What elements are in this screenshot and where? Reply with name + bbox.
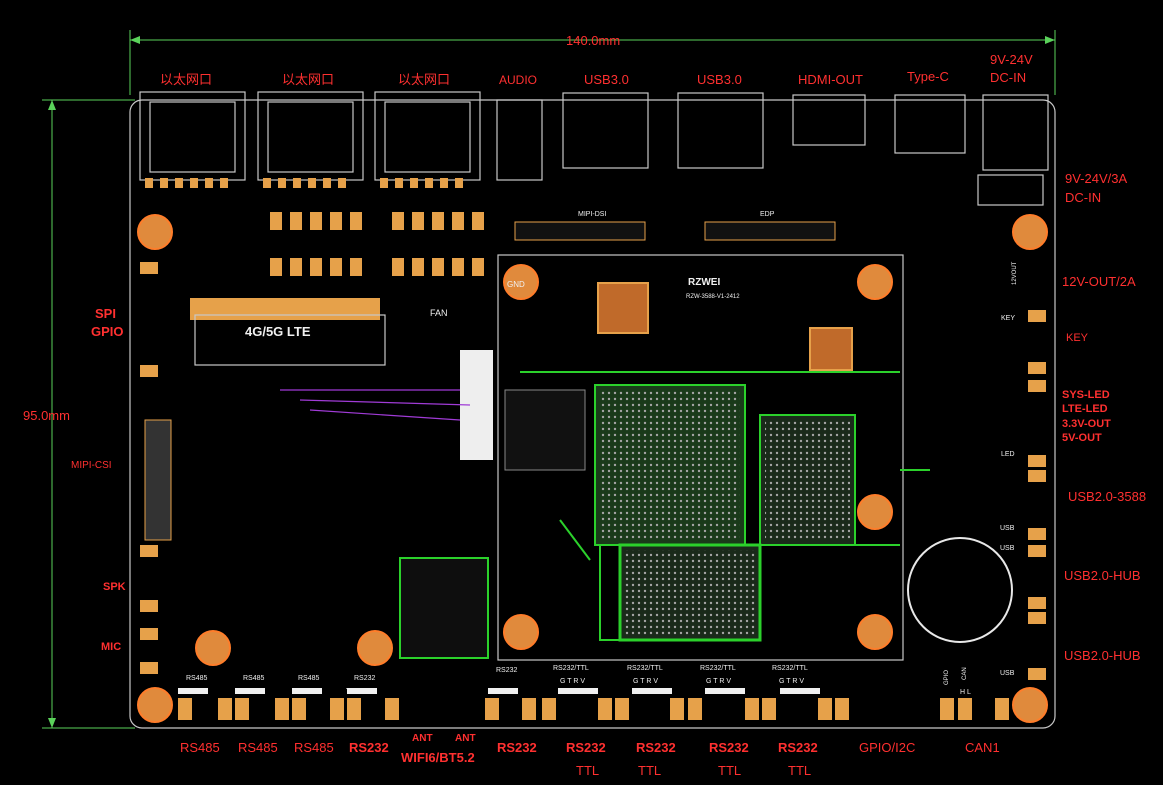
label-rs232ttl-4a: RS232 [778, 740, 818, 755]
silk-rs232-1: RS232 [354, 675, 376, 682]
rtc-battery-holder [907, 537, 1013, 643]
label-rs232ttl-2b: TTL [638, 763, 661, 778]
label-3v3-out: 3.3V-OUT [1062, 418, 1111, 430]
label-wifi-bt: WIFI6/BT5.2 [401, 750, 475, 765]
label-can1: CAN1 [965, 740, 1000, 755]
silk-mipi-dsi: MIPI-DSI [578, 211, 606, 218]
label-dcin-1: 9V-24V [990, 52, 1033, 67]
mounting-holes [137, 214, 1048, 723]
label-rs232-1: RS232 [349, 740, 389, 755]
silk-rs485-2: RS485 [243, 675, 265, 682]
label-dcin-2: DC-IN [990, 70, 1026, 85]
label-gpio-i2c: GPIO/I2C [859, 740, 915, 755]
silk-gtrv-1: G T R V [560, 678, 585, 685]
label-rs232ttl-2a: RS232 [636, 740, 676, 755]
board-outline [129, 99, 1056, 729]
silk-rs485-3: RS485 [298, 675, 320, 682]
label-mipi-csi: MIPI-CSI [71, 460, 112, 471]
silk-gtrv-2: G T R V [633, 678, 658, 685]
label-rs485-3: RS485 [294, 740, 334, 755]
silk-gnd: GND [507, 280, 525, 289]
silk-ab-1: A+ B- [178, 688, 196, 695]
silk-usb-2: USB [1000, 545, 1015, 552]
label-rs232ttl-1b: TTL [576, 763, 599, 778]
label-rs485-2: RS485 [238, 740, 278, 755]
label-rs232ttl-3b: TTL [718, 763, 741, 778]
silk-usb-1: USB [1000, 525, 1015, 532]
label-gpio: GPIO [91, 324, 124, 339]
wifi-module [399, 557, 489, 659]
label-lte-led: LTE-LED [1062, 403, 1108, 415]
silk-gtrv-4: G T R V [779, 678, 804, 685]
label-mic: MIC [101, 641, 121, 653]
bga-dots [600, 390, 850, 635]
label-ant-2: ANT [455, 733, 476, 744]
width-dimension: 140.0mm [566, 33, 620, 48]
label-rs485-1: RS485 [180, 740, 220, 755]
label-rs232ttl-1a: RS232 [566, 740, 606, 755]
label-5v-out: 5V-OUT [1062, 432, 1102, 444]
silk-lte: 4G/5G LTE [245, 324, 311, 339]
silk-ttl-3: RS232/TTL [700, 665, 736, 672]
label-dcin3a-2: DC-IN [1065, 190, 1101, 205]
silk-ab-2: A+ B- [235, 688, 253, 695]
silk-can: CAN [962, 667, 968, 680]
label-ant-1: ANT [412, 733, 433, 744]
ethernet-pads [145, 178, 463, 188]
label-12v-out: 12V-OUT/2A [1062, 274, 1136, 289]
label-eth-2: 以太网口 [282, 72, 334, 87]
label-key: KEY [1066, 332, 1089, 344]
label-usb20-3588: USB2.0-3588 [1068, 489, 1146, 504]
silk-rs232-2: RS232 [496, 667, 518, 674]
diff-pair-traces [280, 389, 471, 421]
silk-fan: FAN [430, 308, 448, 318]
silk-gpio: GPIO [944, 670, 950, 685]
silk-key: KEY [1001, 315, 1015, 322]
label-dcin3a-1: 9V-24V/3A [1065, 171, 1127, 186]
label-spi: SPI [95, 306, 116, 321]
component-pads [140, 212, 1046, 720]
label-rs232ttl-4b: TTL [788, 763, 811, 778]
bottom-headers [178, 688, 820, 694]
silk-hl: H L [960, 689, 971, 696]
silk-ttl-2: RS232/TTL [627, 665, 663, 672]
dimension-lines [42, 30, 1056, 729]
silk-rs485-1: RS485 [186, 675, 208, 682]
silk-led: LED [1001, 451, 1015, 458]
label-rs232-2: RS232 [497, 740, 537, 755]
label-eth-3: 以太网口 [398, 72, 450, 87]
label-type-c: Type-C [907, 69, 949, 84]
label-usb20-hub-2: USB2.0-HUB [1064, 648, 1141, 663]
label-spk: SPK [103, 581, 126, 593]
label-rs232ttl-3a: RS232 [709, 740, 749, 755]
silk-txrx-2: TX RX [488, 688, 509, 695]
silk-model: RZW-3588-V1-2412 [686, 294, 740, 300]
silk-edp: EDP [760, 211, 775, 218]
label-audio: AUDIO [499, 73, 537, 87]
silk-gtrv-3: G T R V [706, 678, 731, 685]
silk-txrx-1: TX RX [346, 688, 367, 695]
silk-12vout: 12VOUT [1012, 261, 1018, 285]
silk-brand: RZWEI [688, 277, 720, 288]
silk-ab-3: A+ B- [292, 688, 310, 695]
label-usb20-hub-1: USB2.0-HUB [1064, 568, 1141, 583]
height-dimension: 95.0mm [23, 408, 70, 423]
label-usb30-1: USB3.0 [584, 72, 629, 87]
label-eth-1: 以太网口 [160, 72, 212, 87]
ethernet-ports [139, 91, 481, 181]
label-usb30-2: USB3.0 [697, 72, 742, 87]
silk-ttl-1: RS232/TTL [553, 665, 589, 672]
top-connector-outlines [496, 92, 1049, 206]
silk-ttl-4: RS232/TTL [772, 665, 808, 672]
silk-usb-3: USB [1000, 670, 1015, 677]
label-hdmi-out: HDMI-OUT [798, 72, 863, 87]
label-sys-led: SYS-LED [1062, 389, 1110, 401]
lte-socket [194, 314, 386, 366]
